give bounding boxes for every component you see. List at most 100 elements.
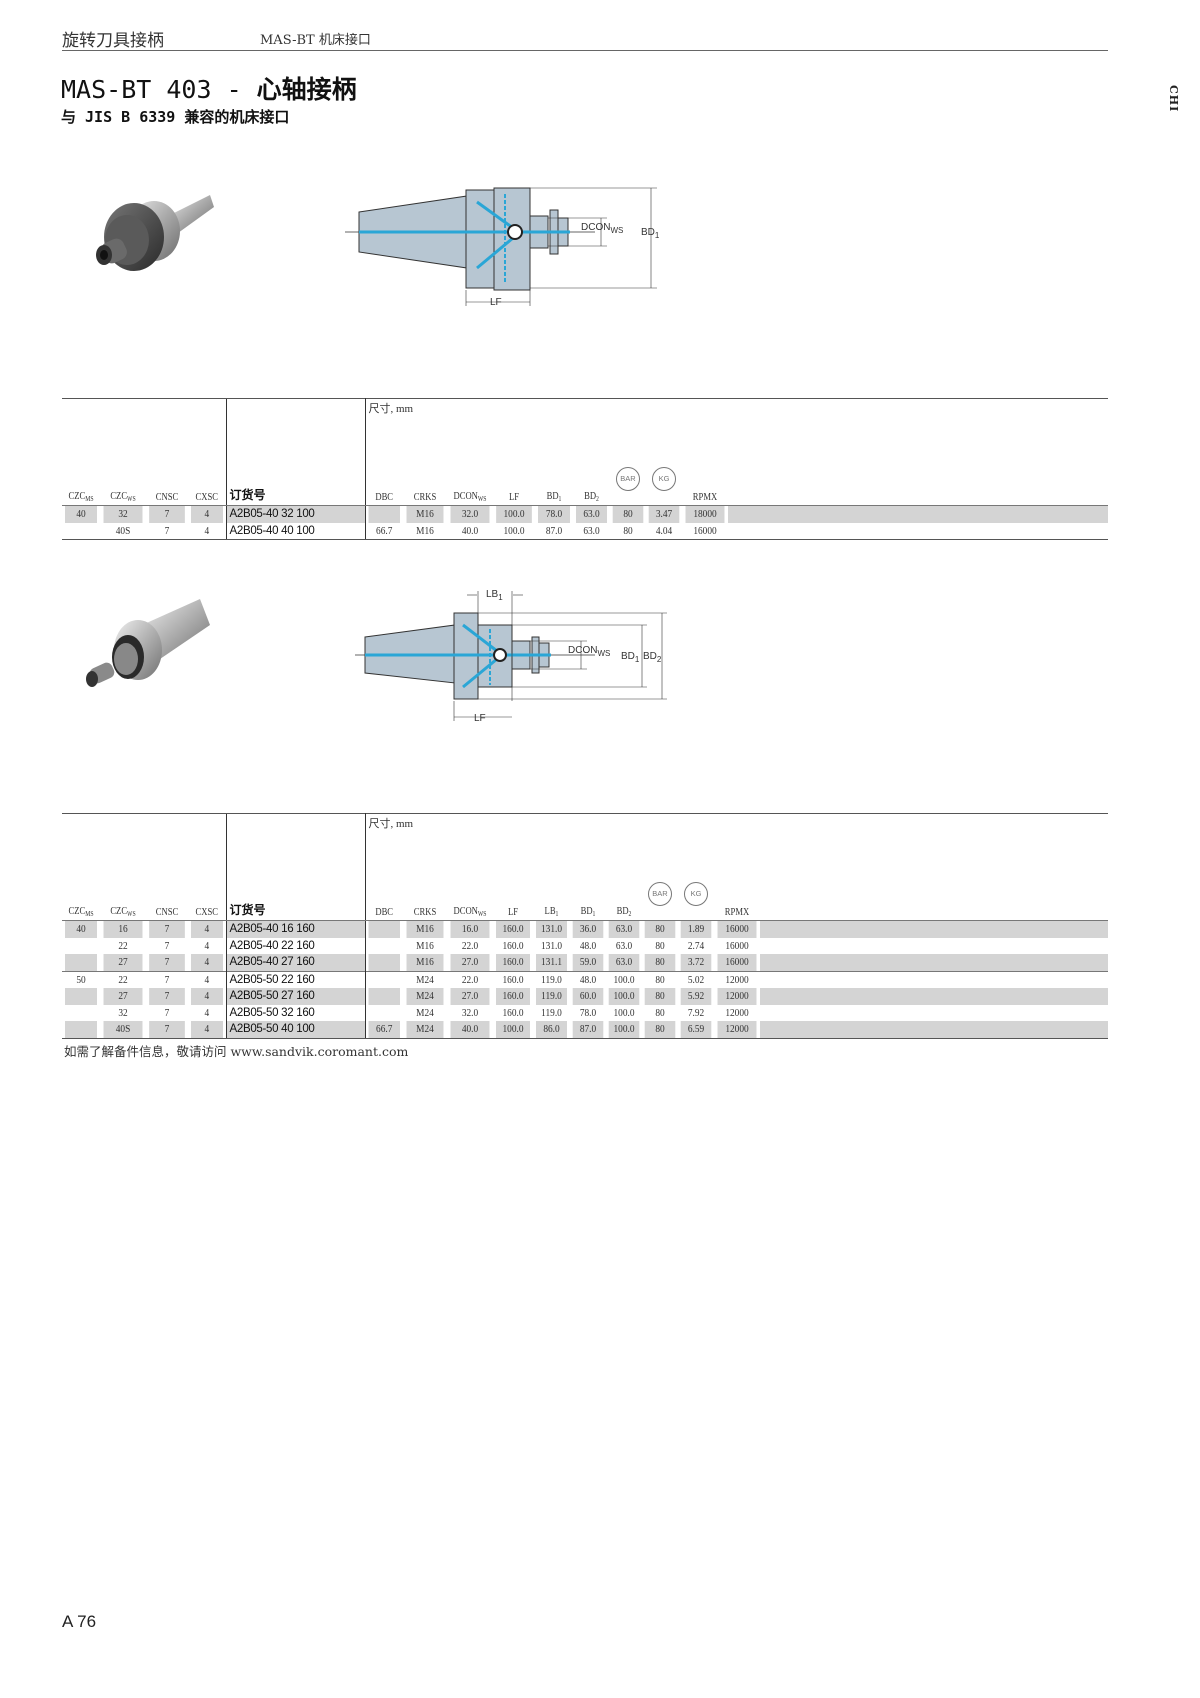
- cell-lf: 160.0: [496, 920, 530, 938]
- page-subtitle: 与 JIS B 6339 兼容的机床接口: [61, 108, 290, 126]
- order-number: A2B05-50 32 160: [225, 1004, 366, 1021]
- cell-lf: 100.0: [496, 1021, 530, 1039]
- order-number: A2B05-40 27 160: [225, 954, 366, 971]
- cell-lb1: 119.0: [535, 988, 568, 1005]
- col-crks: CRKS: [406, 832, 444, 921]
- page-title: MAS-BT 403 - 心轴接柄: [61, 70, 357, 106]
- col-bd2: BD2: [609, 832, 639, 921]
- cell-cnsc: 7: [149, 920, 185, 938]
- cell-rpmx: 12000: [717, 970, 757, 988]
- cell-dbc: [367, 920, 401, 938]
- svg-text:DCONWS: DCONWS: [568, 645, 610, 658]
- cell-cxsc: 4: [204, 939, 210, 952]
- cell-dcon: 40.0: [450, 1021, 490, 1039]
- cell-crks: M24: [416, 1006, 434, 1019]
- col-cnsc: CNSC: [149, 417, 185, 506]
- cell-bd2: 100.0: [613, 1006, 635, 1019]
- cell-bd2: 63.0: [608, 920, 640, 938]
- cell-bd2: 100.0: [608, 988, 640, 1005]
- cell-bd1: 36.0: [572, 920, 604, 938]
- col-czc-ws: CZCWS: [104, 832, 142, 921]
- pressure-bar-icon: BAR: [648, 882, 672, 906]
- cell-bar: 80: [655, 1006, 665, 1019]
- cell-lf: 160.0: [502, 939, 524, 952]
- cell-kg: 7.92: [687, 1006, 705, 1019]
- cell-cnsc: 7: [164, 939, 170, 952]
- col-bar: BAR: [642, 832, 678, 921]
- spec-table-2: 尺寸, mm CZCMS CZCWS CNSC CXSC 订货号 DBC CRK…: [62, 813, 1108, 1039]
- order-number: A2B05-40 16 160: [225, 920, 366, 938]
- cell-lb1: 119.0: [535, 970, 568, 988]
- col-dcon: DCONWS: [451, 832, 489, 921]
- cell-cnsc: 7: [149, 1021, 185, 1039]
- cell-dbc: [367, 988, 401, 1005]
- order-number: A2B05-50 27 160: [225, 988, 366, 1005]
- cell-cnsc: 7: [149, 988, 185, 1005]
- cell-cxsc: 4: [190, 988, 224, 1005]
- technical-drawing-2: DCONWS BD1 BD2 LB1 LF: [355, 585, 685, 730]
- cell-lb1: 119.0: [541, 1006, 562, 1019]
- cell-dcon: 22.0: [461, 939, 479, 952]
- cell-dbc: 66.7: [367, 1021, 401, 1039]
- cell-bd2: 100.0: [608, 1021, 640, 1039]
- cell-crks: M24: [406, 970, 444, 988]
- cell-bar: 80: [644, 988, 676, 1005]
- cell-czc_ws: 22: [103, 970, 143, 988]
- cell-bd2: 100.0: [608, 970, 640, 988]
- dimension-unit-label: 尺寸, mm: [365, 398, 1108, 418]
- cell-crks: M24: [406, 988, 444, 1005]
- cell-lf: 160.0: [496, 988, 530, 1005]
- weight-kg-icon: KG: [652, 467, 676, 491]
- cell-lf: 160.0: [496, 954, 530, 971]
- pressure-bar-icon: BAR: [616, 467, 640, 491]
- cell-lb1: 131.0: [540, 939, 563, 952]
- product-photo-1: [82, 185, 222, 295]
- cell-cxsc: 4: [190, 970, 224, 988]
- title-name: 心轴接柄: [256, 75, 357, 104]
- cell-bar: 80: [644, 954, 676, 971]
- cell-crks: M24: [406, 1021, 444, 1039]
- svg-text:LF: LF: [474, 713, 486, 724]
- cell-czc_ms: 40: [64, 920, 98, 938]
- cell-czc_ms: [64, 954, 98, 971]
- cell-cnsc: 7: [164, 1006, 170, 1019]
- cell-dcon: 32.0: [461, 1006, 479, 1019]
- cell-czc_ms: 50: [64, 970, 98, 988]
- cell-czc_ws: 22: [118, 939, 128, 952]
- col-dbc: DBC: [368, 832, 400, 921]
- spare-parts-note: 如需了解备件信息，敬请访问 www.sandvik.coromant.com: [64, 1044, 409, 1059]
- svg-text:BD2: BD2: [643, 651, 662, 664]
- cell-czc_ms: [65, 1005, 97, 1022]
- cell-cxsc: 4: [190, 920, 224, 938]
- svg-text:BD1: BD1: [641, 227, 660, 240]
- col-cxsc: CXSC: [191, 417, 223, 506]
- cell-bd1: 48.0: [572, 970, 604, 988]
- cell-bd1: 60.0: [572, 988, 604, 1005]
- order-number: A2B05-40 40 100: [225, 522, 366, 540]
- cell-lf: 160.0: [502, 1006, 524, 1019]
- cell-lf: 160.0: [496, 970, 530, 988]
- page-number: A 76: [62, 1612, 97, 1631]
- cell-dbc: [368, 938, 400, 955]
- cell-bd1: 48.0: [579, 939, 597, 952]
- section-title: 旋转刀具接柄: [62, 31, 164, 51]
- cell-rpmx: 16000: [717, 954, 757, 971]
- svg-text:BD1: BD1: [621, 651, 640, 664]
- col-czc-ms: CZCMS: [65, 417, 97, 506]
- cell-kg: 5.92: [680, 988, 712, 1005]
- cell-crks: M16: [416, 939, 434, 952]
- cell-bar: 80: [644, 970, 676, 988]
- svg-text:LF: LF: [490, 297, 502, 308]
- col-czc-ws: CZCWS: [104, 417, 142, 506]
- cell-bar: 80: [655, 939, 665, 952]
- cell-czc_ms: [64, 988, 98, 1005]
- col-kg: KG: [678, 832, 714, 921]
- cell-dcon: 22.0: [450, 970, 490, 988]
- col-bd1: BD1: [573, 832, 603, 921]
- col-rpmx: RPMX: [718, 832, 756, 921]
